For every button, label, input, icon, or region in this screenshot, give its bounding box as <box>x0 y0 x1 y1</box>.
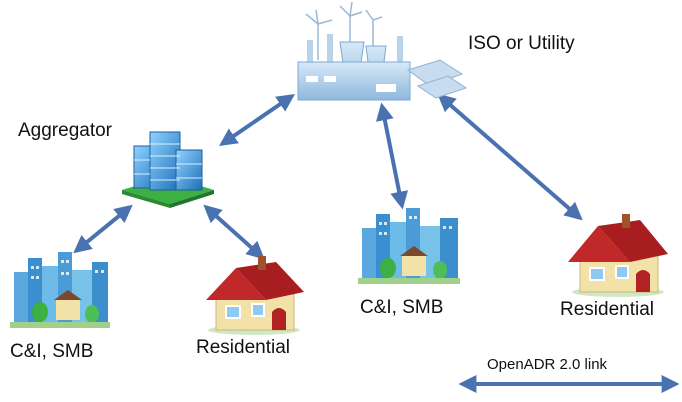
residential-label-right: Residential <box>560 299 654 320</box>
power-plant-icon <box>297 1 468 101</box>
ci-smb-label-right: C&I, SMB <box>360 297 444 318</box>
office-building-icon <box>122 131 214 208</box>
house-icon-left <box>206 256 304 335</box>
link-aggregator-res-left <box>203 204 265 260</box>
ci-smb-label-left: C&I, SMB <box>10 341 94 362</box>
aggregator-label: Aggregator <box>18 120 113 141</box>
city-buildings-icon-left <box>10 252 110 328</box>
link-arrows <box>73 93 680 393</box>
link-aggregator-ci-left <box>73 204 133 254</box>
city-buildings-icon-right <box>358 208 460 284</box>
residential-label-left: Residential <box>196 337 290 358</box>
link-iso-aggregator <box>219 93 295 147</box>
house-icon-right <box>568 214 668 297</box>
legend-link-label: OpenADR 2.0 link <box>487 356 608 373</box>
iso-utility-label: ISO or Utility <box>468 33 575 54</box>
link-iso-res-right <box>437 93 583 221</box>
link-iso-ci-right <box>375 102 409 210</box>
